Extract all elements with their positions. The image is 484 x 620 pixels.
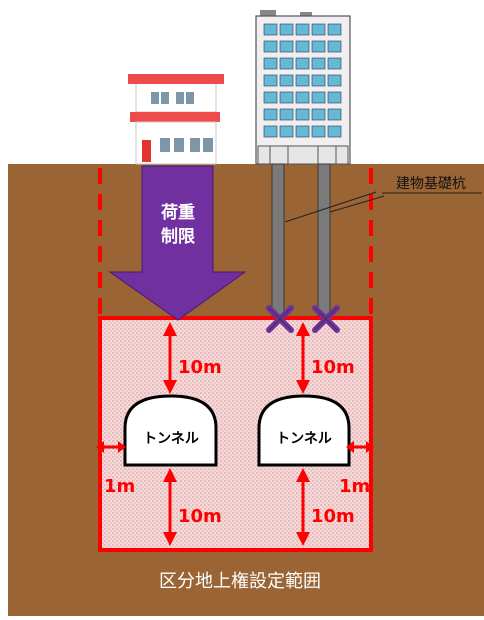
building-window xyxy=(295,91,310,104)
building-window xyxy=(263,57,278,70)
building-window xyxy=(295,108,310,121)
tunnel-right xyxy=(257,394,351,467)
dist-top-right: 10m xyxy=(311,357,355,378)
zone-caption: 区分地上権設定範囲 xyxy=(159,571,321,592)
building-window xyxy=(263,91,278,104)
building-window xyxy=(311,74,326,87)
building-window xyxy=(263,125,278,138)
building-window xyxy=(263,108,278,121)
building-window xyxy=(279,125,294,138)
load-limit-text-line1: 荷重 xyxy=(161,202,195,223)
building-window xyxy=(327,57,342,70)
building-window xyxy=(327,74,342,87)
side-gap-right: 1m xyxy=(339,476,370,497)
pile-label: 建物基礎杭 xyxy=(396,175,466,192)
building-window xyxy=(279,108,294,121)
building-window xyxy=(311,23,326,36)
building-window xyxy=(263,23,278,36)
building-window xyxy=(279,40,294,53)
house xyxy=(128,74,224,165)
building-window xyxy=(295,57,310,70)
tunnel-left-label: トンネル xyxy=(143,431,199,447)
office-building xyxy=(255,10,351,165)
building-window xyxy=(295,23,310,36)
building-window xyxy=(327,23,342,36)
building-window xyxy=(311,125,326,138)
building-piles xyxy=(271,163,331,317)
dimension-arrows xyxy=(96,322,374,546)
building-window xyxy=(311,108,326,121)
building-window xyxy=(327,125,342,138)
side-gap-left: 1m xyxy=(104,476,135,497)
building-window xyxy=(311,57,326,70)
dist-bottom-left: 10m xyxy=(178,506,222,527)
building-window xyxy=(327,40,342,53)
building-window xyxy=(295,40,310,53)
building-window xyxy=(279,23,294,36)
building-window xyxy=(311,40,326,53)
dist-bottom-right: 10m xyxy=(311,506,355,527)
building-window xyxy=(279,91,294,104)
building-window xyxy=(263,74,278,87)
building-window xyxy=(295,74,310,87)
building-window xyxy=(279,74,294,87)
building-window xyxy=(263,40,278,53)
tunnel-left xyxy=(123,394,218,467)
building-window xyxy=(279,57,294,70)
building-window xyxy=(295,125,310,138)
dist-top-left: 10m xyxy=(178,357,222,378)
load-limit-text-line2: 制限 xyxy=(161,226,195,247)
building-window xyxy=(311,91,326,104)
building-window xyxy=(327,108,342,121)
load-limit-arrow xyxy=(108,165,247,321)
tunnel-right-label: トンネル xyxy=(276,431,332,447)
building-window xyxy=(327,91,342,104)
